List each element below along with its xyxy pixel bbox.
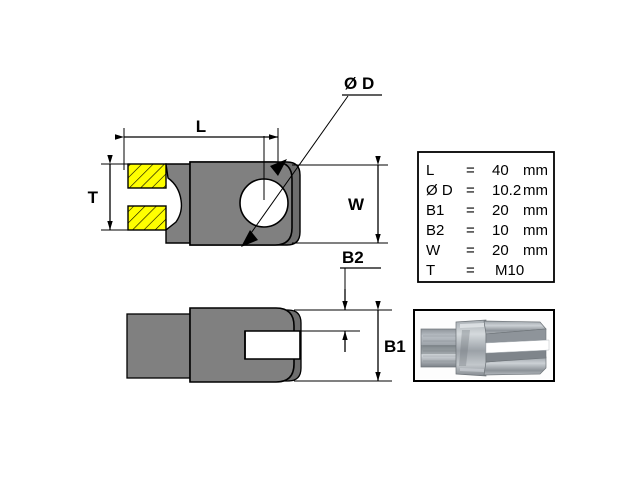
side-elevation-view <box>127 136 301 246</box>
spec-unit: mm <box>523 162 548 179</box>
spec-unit: mm <box>523 202 548 219</box>
spec-table-row: T = M10 <box>426 262 524 279</box>
dimension-width-W: W <box>292 156 388 244</box>
spec-value: 40 <box>492 162 509 179</box>
spec-equals: = <box>466 262 475 279</box>
spec-equals: = <box>466 242 475 259</box>
photo-fork-body <box>455 319 487 377</box>
spec-unit: mm <box>523 222 548 239</box>
D-arrow-upper <box>270 159 287 176</box>
photo-slot-gap <box>485 339 550 354</box>
spec-value: 20 <box>492 202 509 219</box>
dimension-thread-T: T <box>88 155 128 231</box>
spec-table-row: B1 = 20 mm <box>426 202 548 219</box>
D-leader-line <box>243 95 349 244</box>
plan-shank-rectangle <box>126 313 191 379</box>
thread-section-lower <box>127 205 167 231</box>
photo-thread-lines <box>423 335 457 362</box>
spec-equals: = <box>466 222 475 239</box>
spec-equals: = <box>466 182 475 199</box>
plan-fork-body <box>189 307 295 383</box>
photo-highlight-top <box>460 323 484 328</box>
spec-table-border <box>417 151 555 283</box>
dimension-slot-width-B1: B1 <box>294 301 406 382</box>
dimension-length-L: L <box>115 117 279 170</box>
spec-equals: = <box>466 162 475 179</box>
spec-table-row: L = 40 mm <box>426 162 548 179</box>
thread-section-upper <box>127 163 167 189</box>
photo-highlight-bottom <box>460 368 484 372</box>
dimension-label-B1: B1 <box>384 337 406 356</box>
spec-symbol: Ø D <box>426 182 453 199</box>
spec-unit: mm <box>523 182 548 199</box>
spec-value: 10 <box>492 222 509 239</box>
spec-value: 20 <box>492 242 509 259</box>
spec-unit: mm <box>523 242 548 259</box>
spec-table-row: Ø D = 10.2 mm <box>426 182 548 199</box>
dimension-diameter-D: Ø D <box>241 74 382 247</box>
photo-body-shadow <box>459 330 470 366</box>
photo-shank <box>420 328 459 368</box>
dimension-label-B2: B2 <box>342 248 364 267</box>
spec-symbol: B2 <box>426 222 444 239</box>
spec-symbol: L <box>426 162 434 179</box>
spec-symbol: W <box>426 242 441 259</box>
photo-shank-shadow <box>421 345 458 354</box>
dimension-label-T: T <box>88 188 99 207</box>
photo-content <box>416 312 552 379</box>
spec-symbol: T <box>426 262 435 279</box>
spec-table-row: B2 = 10 mm <box>426 222 548 239</box>
dimension-label-W: W <box>348 195 365 214</box>
shank-to-body-transition <box>165 163 191 244</box>
dimension-label-L: L <box>196 117 206 136</box>
spec-table: L = 40 mm Ø D = 10.2 mm B1 = 20 mm B2 <box>417 151 555 283</box>
plan-fork-slot <box>244 330 301 360</box>
product-photo-inset <box>413 309 555 382</box>
plan-view <box>126 307 302 383</box>
D-arrow-lower <box>241 230 258 247</box>
spec-symbol: B1 <box>426 202 444 219</box>
spec-table-row: W = 20 mm <box>426 242 548 259</box>
dimension-label-D: Ø D <box>344 74 374 93</box>
spec-value: 10.2 <box>492 182 521 199</box>
spec-equals: = <box>466 202 475 219</box>
spec-value: M10 <box>495 262 524 279</box>
